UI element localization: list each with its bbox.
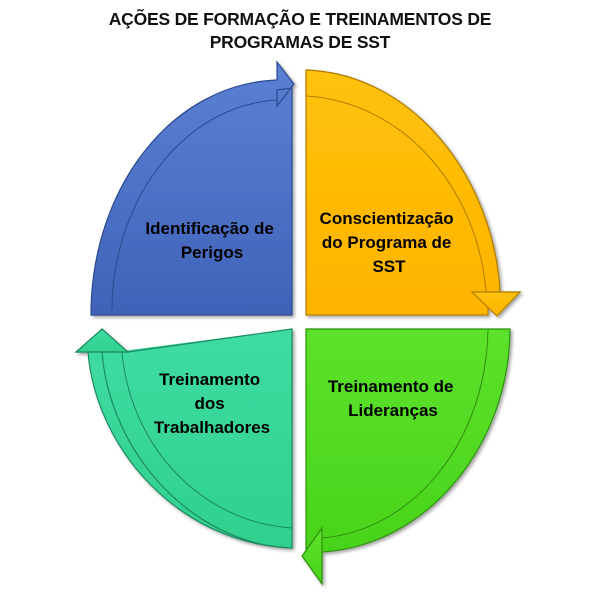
quadrant-identificacao-perigos: [90, 60, 295, 316]
label-conscientizacao: Conscientização do Programa de SST: [320, 209, 459, 276]
quadrant-treinamento-trabalhadores: [74, 328, 293, 549]
yellow-inner-edge: [305, 95, 487, 293]
blue-arrow-shape: [90, 60, 295, 316]
yellow-body: [305, 69, 501, 316]
label-identificacao-perigos: Identificação de Perigos: [145, 219, 278, 262]
quadrant-treinamento-liderancas: [301, 328, 511, 586]
green-arrow-head: [301, 526, 323, 586]
teal-inner-edge: [121, 351, 293, 529]
yellow-arrow-head: [470, 291, 522, 317]
teal-arrow-head: [74, 328, 130, 353]
teal-outer: [101, 328, 293, 549]
diagram-title: AÇÕES DE FORMAÇÃO E TREINAMENTOS DE PROG…: [0, 8, 600, 54]
label-treinamento-liderancas: Treinamento de Lideranças: [328, 377, 458, 420]
green-body: [302, 328, 511, 576]
title-line-2: PROGRAMAS DE SST: [209, 32, 391, 52]
quadrant-conscientizacao: [305, 69, 522, 317]
title-line-1: AÇÕES DE FORMAÇÃO E TREINAMENTOS DE: [108, 9, 492, 29]
label-treinamento-trabalhadores: Treinamento dos Trabalhadores: [154, 370, 270, 437]
green-inner-edge: [321, 329, 489, 539]
blue-inner-edge: [111, 99, 278, 311]
